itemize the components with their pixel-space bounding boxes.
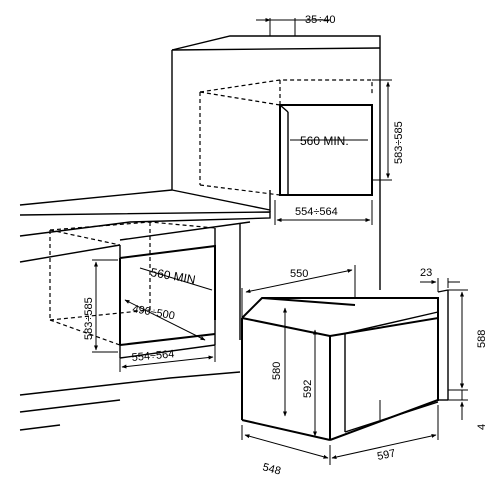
oven-front-offset-label: 23 [420, 267, 432, 279]
lower-niche [49, 221, 216, 372]
lower-min-label: 560 MIN [149, 265, 196, 287]
oven-unit [241, 265, 468, 465]
lower-height-label: 583÷585 [83, 297, 95, 340]
oven-depth-top-label: 550 [290, 268, 308, 280]
upper-niche [199, 18, 392, 225]
oven-body-height-label: 580 [271, 362, 283, 380]
upper-width-label: 554÷564 [295, 206, 338, 218]
upper-height-label: 583÷585 [393, 121, 405, 164]
upper-min-label: 560 MIN. [300, 134, 349, 148]
lower-depth-label: 490÷500 [131, 303, 175, 322]
oven-depth-bottom-label: 548 [261, 461, 282, 477]
oven-inner-height-label: 592 [302, 380, 314, 398]
top-gap-label: 35÷40 [305, 14, 336, 26]
oven-bottom-offset-label: 4 [476, 424, 488, 430]
lower-width-label: 554÷564 [131, 348, 175, 364]
oven-height-right-label: 588 [476, 330, 488, 348]
oven-width-bottom-label: 597 [376, 447, 396, 463]
